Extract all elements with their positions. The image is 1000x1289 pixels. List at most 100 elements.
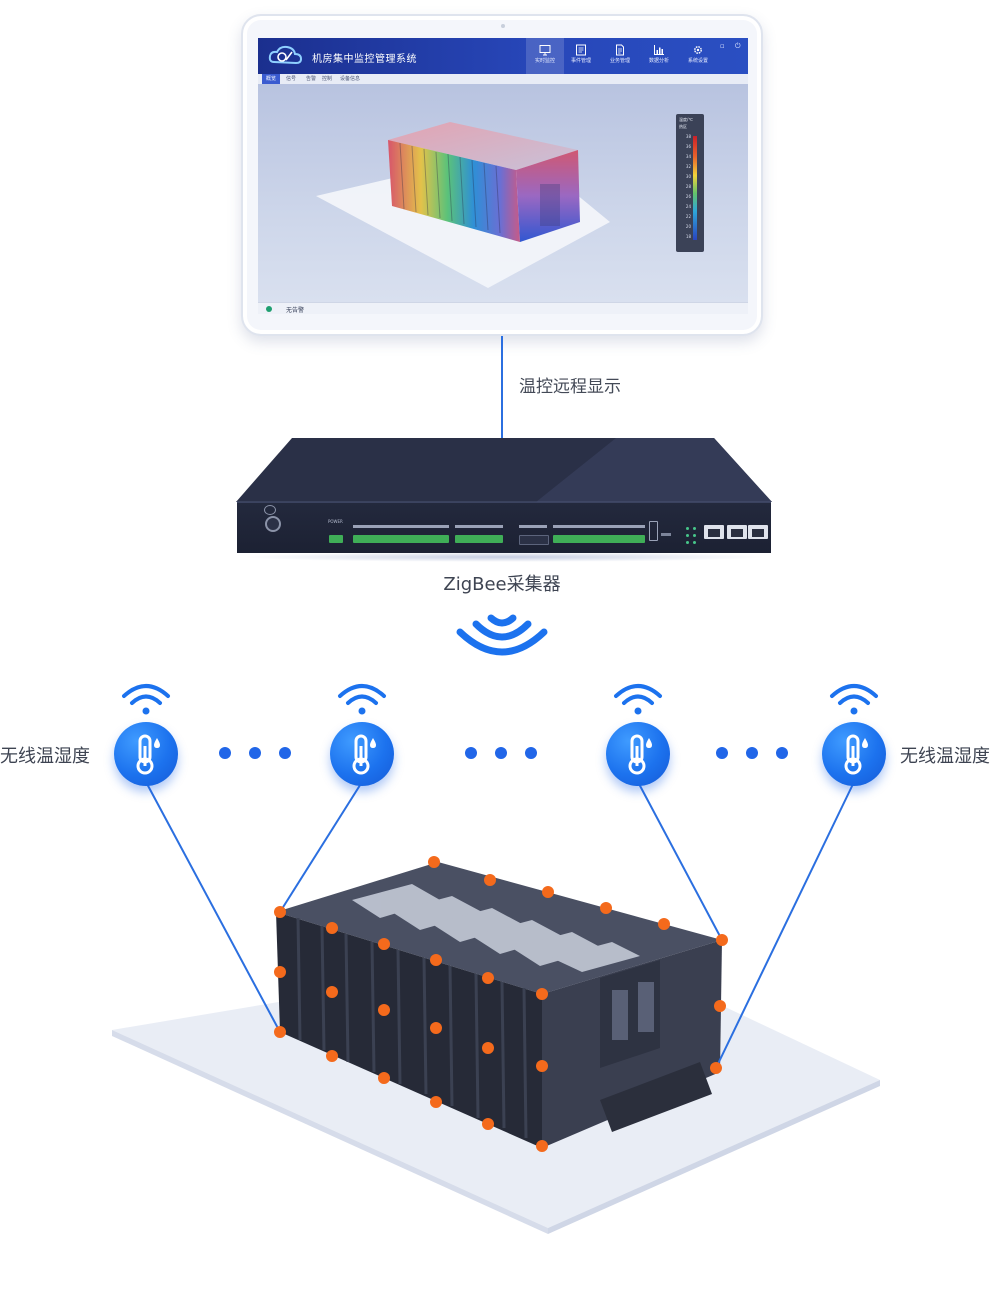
nav-label: 事件管理 (570, 58, 591, 64)
ellipsis-dot (279, 747, 291, 759)
port-label-strip (519, 525, 547, 528)
monitoring-screen: 机房集中监控管理系统 实时监控 事件管理 业务管理 (258, 38, 748, 314)
nav-realtime-monitor[interactable]: 实时监控 (526, 38, 564, 74)
ellipsis-dot (219, 747, 231, 759)
thermometer-icon (352, 734, 376, 775)
thermometer-icon (136, 734, 160, 775)
event-list-icon (576, 44, 586, 56)
wifi-signal-icon (830, 684, 878, 715)
ellipsis-dot (465, 747, 477, 759)
wifi-signal-icon (338, 684, 386, 715)
door-window (612, 990, 628, 1040)
nav-system-settings[interactable]: 系统设置 (679, 38, 717, 74)
port-label-strip (455, 525, 503, 528)
door-window (638, 982, 654, 1032)
nav-label: 实时监控 (534, 58, 555, 64)
roof-panels (352, 884, 640, 972)
legend-title: 温度/℃ (679, 117, 693, 122)
thermometer-icon (844, 734, 868, 775)
ethernet-port-icon (748, 525, 768, 539)
subtab-overview[interactable]: 概览 (262, 74, 281, 84)
ellipsis-dot (716, 747, 728, 759)
minimize-icon[interactable]: ▫ (720, 42, 725, 50)
zigbee-collector-device: POWER (237, 502, 771, 553)
label-wireless-sensor-left: 无线温湿度 (0, 746, 90, 767)
power-icon[interactable]: ⏻ (735, 42, 741, 50)
subtab-control[interactable]: 控制 (322, 76, 333, 82)
caption-remote-display: 温控远程显示 (519, 377, 621, 397)
wifi-signal-icon (122, 684, 170, 715)
legend-subtitle: 热区 (679, 124, 687, 129)
power-jack-icon (265, 516, 281, 532)
legend-tick: 18 (685, 234, 691, 239)
terminal-block-1 (353, 535, 449, 543)
document-icon (616, 44, 624, 56)
legend-tick: 34 (685, 154, 691, 159)
ellipsis-dot (495, 747, 507, 759)
nav-label: 业务管理 (609, 58, 630, 64)
status-led (686, 534, 689, 537)
ethernet-port-icon (727, 525, 747, 539)
port-label-strip (553, 525, 645, 528)
legend-tick: 24 (685, 204, 691, 209)
nav-data-analysis[interactable]: 数据分析 (640, 38, 678, 74)
ethernet-port-icon (704, 525, 724, 539)
legend-tick: 32 (685, 164, 691, 169)
status-led (686, 541, 689, 544)
legend-tick: 38 (685, 134, 691, 139)
connection-line (501, 336, 503, 440)
3d-thermal-viewport[interactable]: 温度/℃ 热区 38 36 34 32 30 28 26 24 22 20 18 (258, 84, 748, 302)
collector-shadow (240, 552, 768, 562)
status-led (693, 541, 696, 544)
wireless-sensor-4 (822, 722, 886, 786)
alarm-status-icon (266, 306, 272, 312)
legend-tick: 30 (685, 174, 691, 179)
status-bar: 无告警 (258, 302, 748, 314)
camera-dot (501, 24, 505, 28)
legend-color-scale (693, 136, 697, 240)
ellipsis-dot (776, 747, 788, 759)
terminal-block-2 (455, 535, 503, 543)
rack-columns (296, 917, 528, 1139)
ellipsis-dot (746, 747, 758, 759)
sensor-links (145, 781, 855, 1069)
wireless-sensor-2 (330, 722, 394, 786)
gear-icon (694, 46, 702, 54)
wireless-signal-icon (456, 614, 548, 656)
nav-label: 数据分析 (648, 58, 669, 64)
legend-tick: 20 (685, 224, 691, 229)
floor-plate-edge (112, 1030, 548, 1234)
sd-slot-icon (661, 533, 671, 536)
terminal-block-4 (553, 535, 645, 543)
wireless-sensor-3 (606, 722, 670, 786)
legend-tick: 22 (685, 214, 691, 219)
legend-tick: 26 (685, 194, 691, 199)
collector-top-panel (236, 438, 772, 502)
power-terminal (329, 535, 343, 543)
port-label-strip (353, 525, 449, 528)
measurement-points (274, 856, 728, 1152)
subtab-alarm[interactable]: 告警 (306, 76, 317, 82)
rack-front-face (276, 912, 542, 1148)
wireless-sensor-1 (114, 722, 178, 786)
ellipsis-dot (249, 747, 261, 759)
nav-business-management[interactable]: 业务管理 (601, 38, 639, 74)
app-title: 机房集中监控管理系统 (312, 54, 417, 65)
ellipsis-dot (525, 747, 537, 759)
subtab-device-info[interactable]: 设备信息 (340, 76, 361, 82)
wifi-signal-icon (614, 684, 662, 715)
temperature-legend: 温度/℃ 热区 38 36 34 32 30 28 26 24 22 20 18 (676, 114, 704, 252)
thermal-datacenter-model (316, 122, 610, 288)
status-led (693, 534, 696, 537)
usb-port-icon (649, 521, 658, 541)
app-header: 机房集中监控管理系统 实时监控 事件管理 业务管理 (258, 38, 748, 74)
monitor-icon (539, 45, 551, 56)
legend-tick: 36 (685, 144, 691, 149)
subtab-signal[interactable]: 信号 (286, 76, 297, 82)
nav-event-management[interactable]: 事件管理 (562, 38, 600, 74)
door-step (600, 1062, 712, 1132)
cloud-logo-icon (268, 45, 303, 65)
status-led (693, 527, 696, 530)
bar-chart-icon (654, 45, 664, 55)
nav-label: 系统设置 (687, 58, 708, 64)
